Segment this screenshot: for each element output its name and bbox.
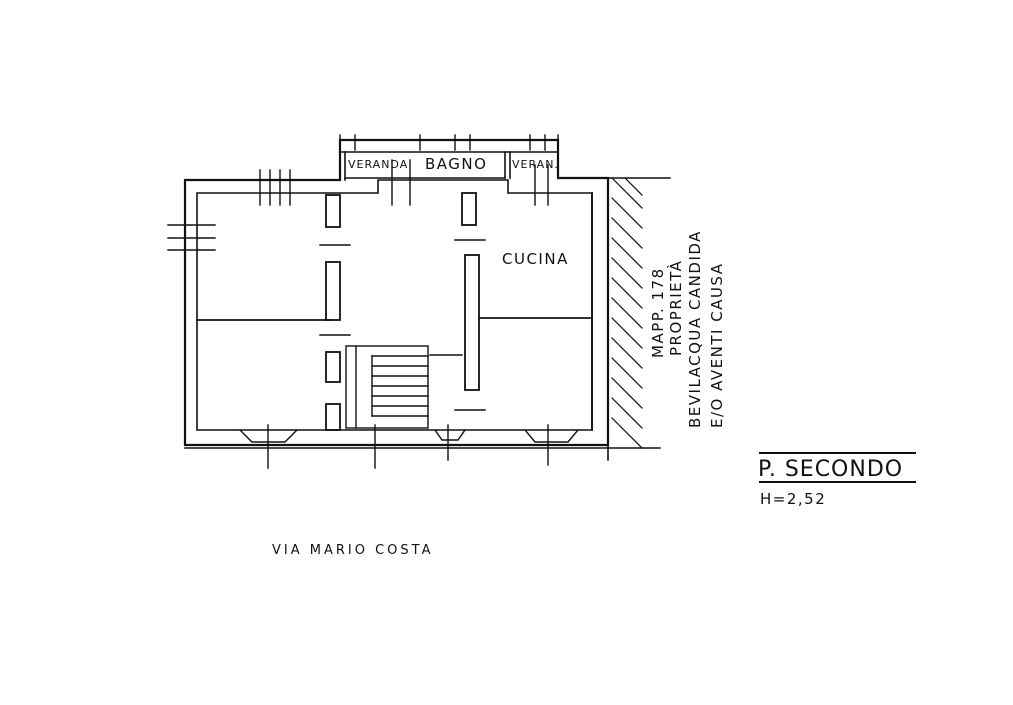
outer-walls bbox=[183, 138, 610, 447]
veranda-bagno-strip bbox=[339, 151, 559, 181]
room-labels: VERANDA BAGNO VERAN. CUCINA bbox=[348, 155, 569, 268]
aventi-label: E/O AVENTI CAUSA bbox=[708, 263, 726, 429]
cucina-label: CUCINA bbox=[502, 250, 569, 268]
floor-title: P. SECONDO bbox=[758, 457, 903, 482]
owner-label: BEVILACQUA CANDIDA bbox=[686, 230, 704, 428]
bagno-label: BAGNO bbox=[425, 155, 487, 173]
proprieta-label: PROPRIETÀ bbox=[666, 260, 685, 356]
neighbor-hatching bbox=[611, 177, 643, 449]
neighbor-labels: MAPP. 178 PROPRIETÀ BEVILACQUA CANDIDA E… bbox=[649, 230, 726, 428]
veranda-left-label: VERANDA bbox=[348, 158, 408, 171]
mapp-label: MAPP. 178 bbox=[649, 267, 667, 358]
openings bbox=[167, 134, 579, 469]
staircase bbox=[345, 345, 463, 429]
floor-height: H=2,52 bbox=[760, 490, 826, 508]
veranda-right-label: VERAN. bbox=[512, 158, 559, 171]
street-label: VIA MARIO COSTA bbox=[272, 543, 433, 558]
title-underline bbox=[759, 452, 916, 483]
interior-walls bbox=[196, 192, 593, 431]
property-line bbox=[184, 177, 671, 461]
